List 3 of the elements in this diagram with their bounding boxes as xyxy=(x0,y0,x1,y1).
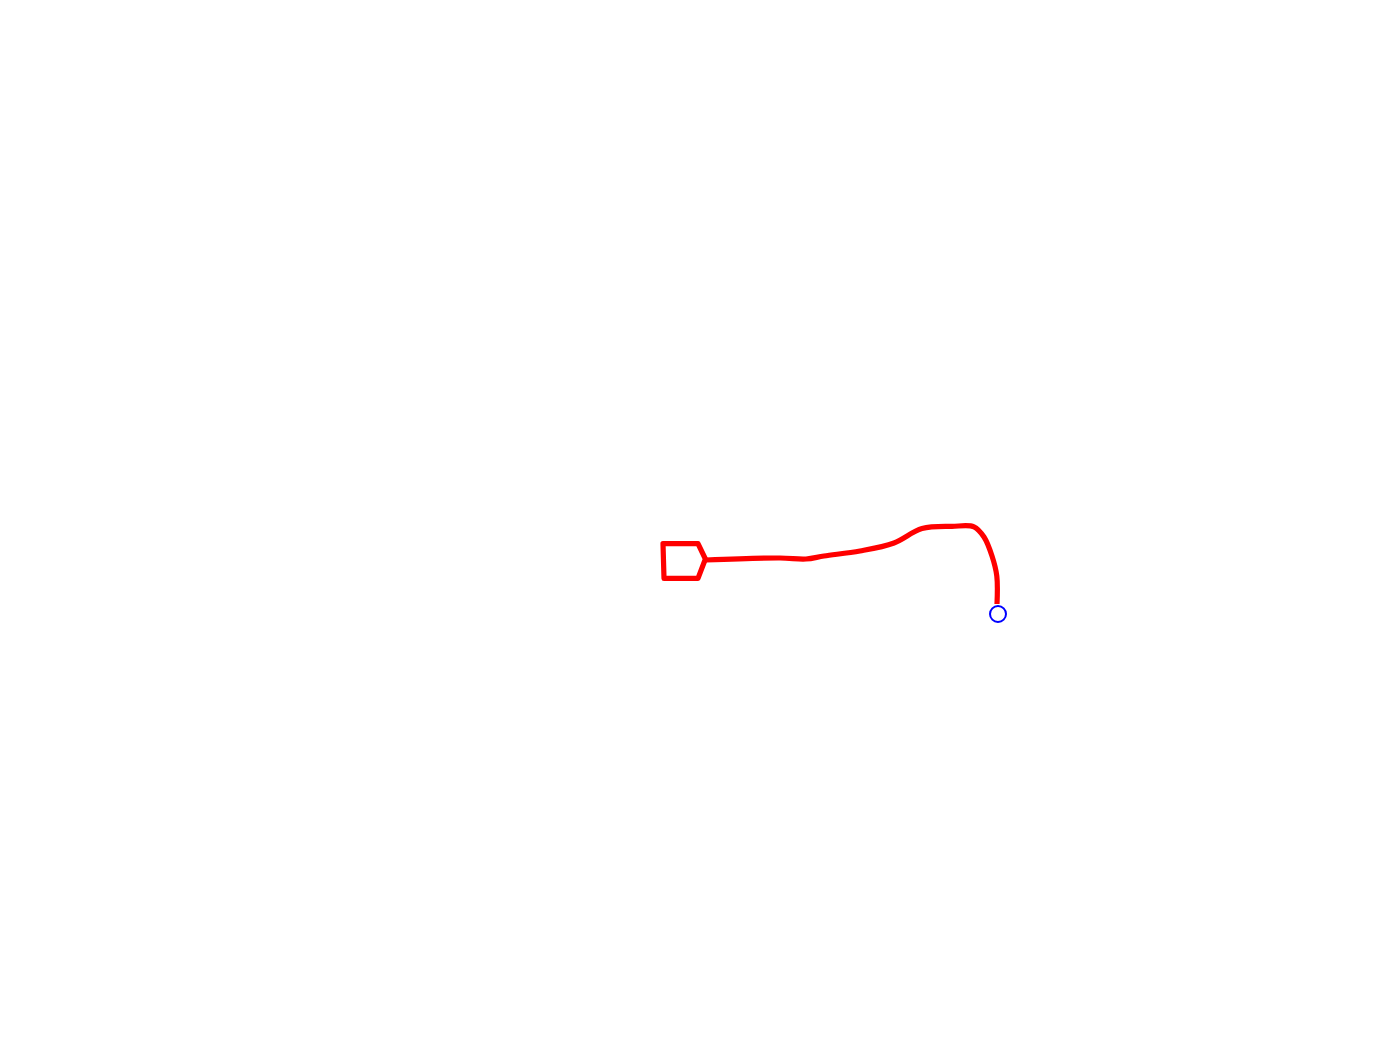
route-line xyxy=(705,523,1000,605)
pentagon-marker xyxy=(660,540,708,582)
circle-marker xyxy=(987,603,1007,623)
